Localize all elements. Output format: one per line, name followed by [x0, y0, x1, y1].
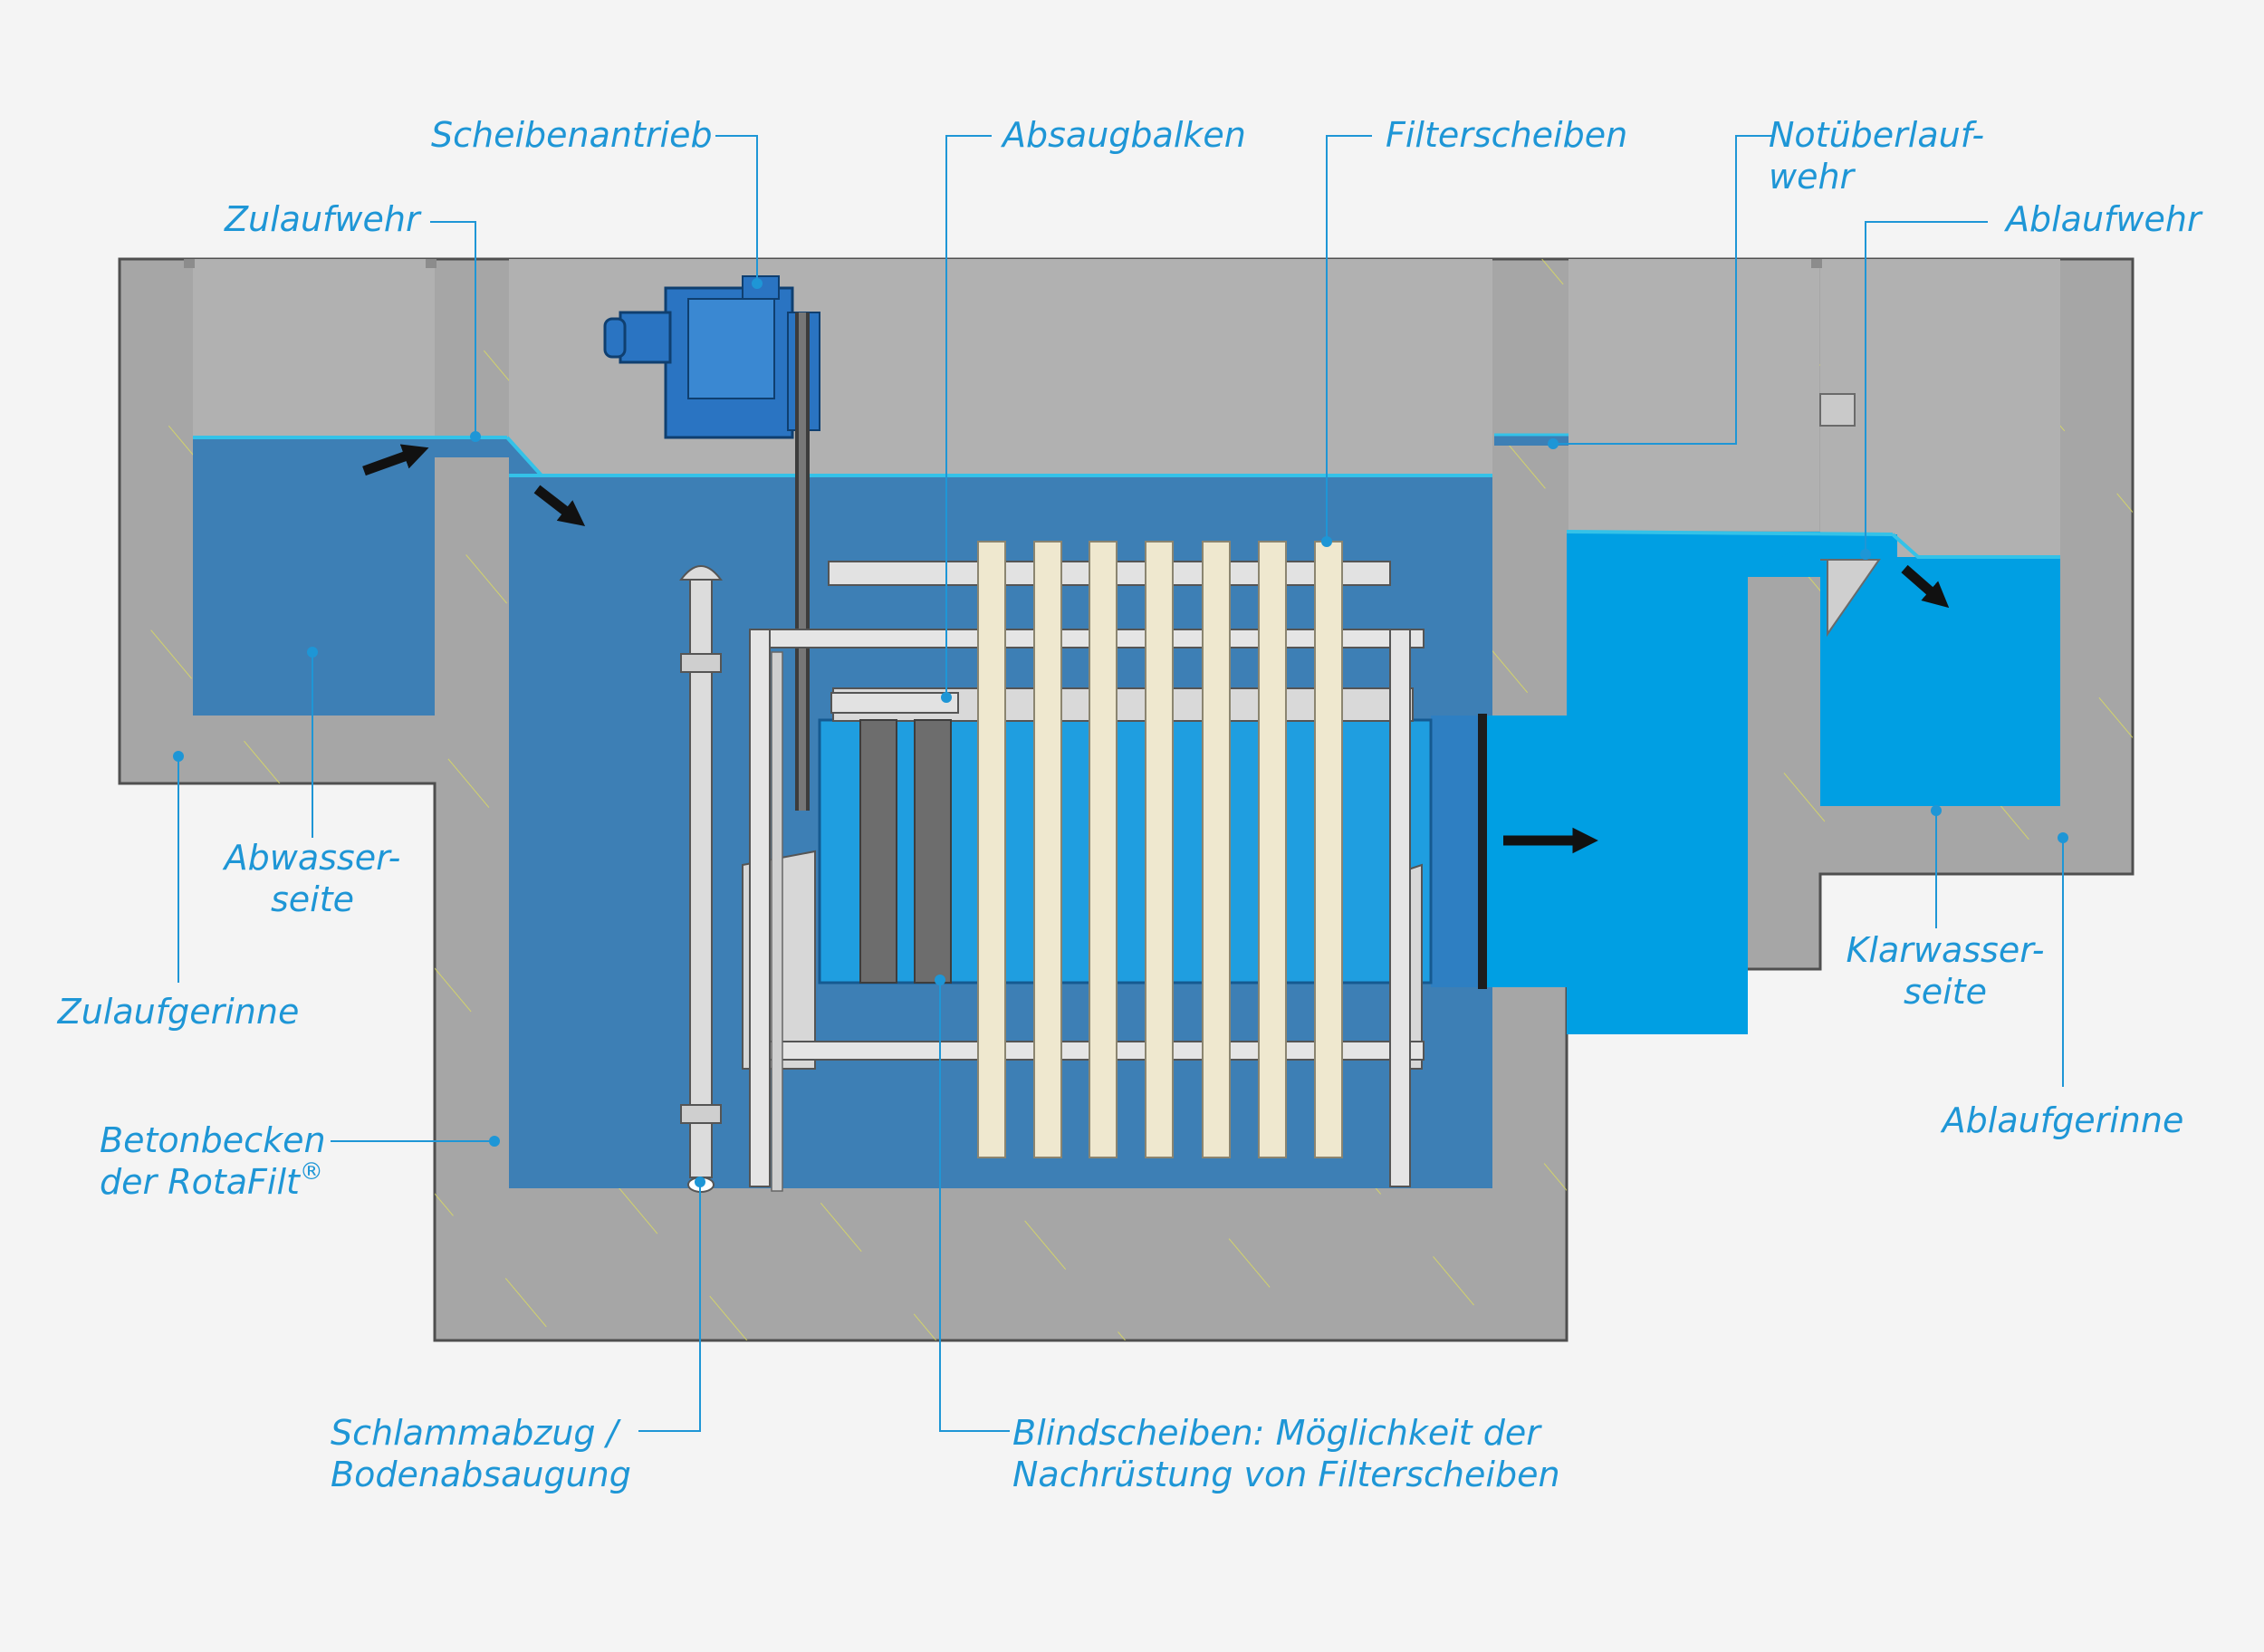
- sludge-pipe: [679, 565, 723, 1193]
- outlet-chamber-water: [1820, 557, 2060, 806]
- label-schlamm-line2: Bodenabsaugung: [331, 1455, 631, 1494]
- leader-lines: [177, 135, 2064, 1432]
- filter-discs: [977, 541, 1343, 1158]
- suction-beam: [830, 692, 959, 714]
- filter-disc-3: [1089, 541, 1118, 1158]
- filter-disc-5: [1202, 541, 1231, 1158]
- clear-water-channel: [1567, 532, 1748, 1034]
- label-blind-line1: Blindscheiben: Möglichkeit der: [1012, 1413, 1542, 1453]
- filter-disc-6: [1258, 541, 1287, 1158]
- filter-disc-1: [977, 541, 1006, 1158]
- label-blind-line2: Nachrüstung von Filterscheiben: [1012, 1455, 1560, 1494]
- label-ablaufgerinne: Ablaufgerinne: [1940, 1100, 2184, 1140]
- label-schlamm-line1: Schlammabzug /: [331, 1413, 622, 1453]
- blind-disc-2: [914, 719, 952, 984]
- filter-disc-7: [1314, 541, 1343, 1158]
- label-notueberlauf-line2: wehr: [1769, 157, 1856, 197]
- flow-arrows: [362, 444, 1950, 854]
- filter-disc-2: [1033, 541, 1062, 1158]
- label-scheibenantrieb: Scheibenantrieb: [431, 115, 713, 155]
- leader-dots: [173, 278, 2068, 1187]
- label-betonbecken-line1: Betonbecken: [100, 1120, 326, 1160]
- label-zulaufwehr: Zulaufwehr: [224, 199, 422, 239]
- labels: Scheibenantrieb Absaugbalken Filterschei…: [57, 115, 2203, 1494]
- label-klarwasser-line1: Klarwasser-: [1847, 930, 2045, 970]
- label-ablaufwehr: Ablaufwehr: [2003, 199, 2203, 239]
- label-betonbecken-line2: der RotaFilt®: [100, 1158, 323, 1202]
- inlet-channel-water: [193, 437, 435, 716]
- registered-mark: ®: [300, 1158, 323, 1186]
- label-zulaufgerinne: Zulaufgerinne: [57, 992, 300, 1032]
- label-notueberlauf-line1: Notüberlauf-: [1769, 115, 1984, 155]
- blind-disc-1: [859, 719, 897, 984]
- label-klarwasser-line2: seite: [1904, 972, 1987, 1012]
- label-absaugbalken: Absaugbalken: [1000, 115, 1246, 155]
- label-filterscheiben: Filterscheiben: [1386, 115, 1627, 155]
- disc-drive: [603, 275, 820, 811]
- label-abwasser-line2: seite: [271, 879, 354, 919]
- label-abwasser-line1: Abwasser-: [222, 838, 401, 878]
- filter-disc-4: [1145, 541, 1174, 1158]
- filter-unit: [742, 541, 1433, 1192]
